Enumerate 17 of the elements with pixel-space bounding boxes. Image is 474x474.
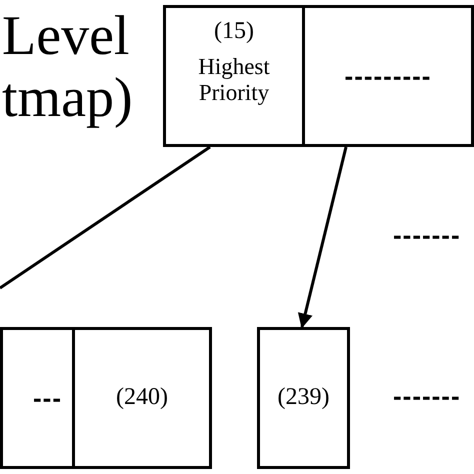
cell-box	[72, 327, 212, 469]
connector-line	[0, 146, 211, 290]
cell-box	[257, 327, 350, 469]
dash-text: ---	[33, 382, 62, 414]
title-fragment: tmap)	[2, 66, 133, 130]
cell-box	[163, 5, 305, 147]
cell-box	[0, 327, 75, 469]
cell-box	[302, 5, 474, 147]
dash-text: ---------	[344, 60, 432, 92]
cell-text: Highest Priority	[197, 54, 271, 106]
index-text: (239)	[278, 384, 330, 412]
index-text: (15)	[214, 18, 254, 46]
index-text: (240)	[116, 384, 168, 412]
title-fragment: Level	[2, 4, 130, 68]
arrow	[298, 146, 348, 328]
dash-text: -------	[393, 220, 461, 251]
dash-text: -------	[393, 381, 461, 412]
